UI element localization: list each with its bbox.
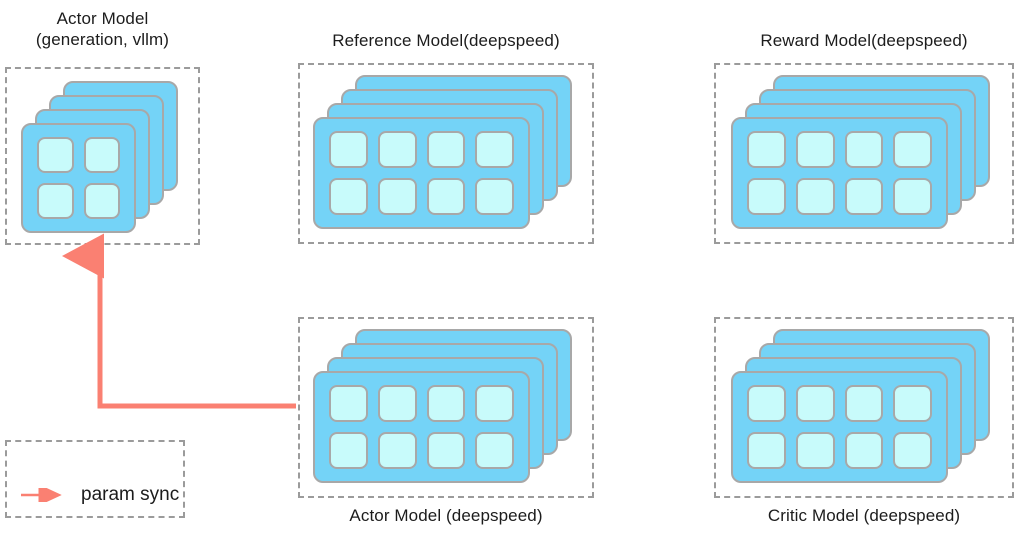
card-cell — [844, 385, 884, 422]
group-box-critic-model — [714, 317, 1014, 498]
card-stack-critic-model — [716, 319, 1012, 496]
card-cell — [37, 183, 74, 219]
group-box-actor-deepspeed — [298, 317, 594, 498]
card-cell — [377, 432, 417, 469]
card-cell-grid — [747, 131, 932, 215]
card-cell — [795, 131, 835, 168]
card-layer-1 — [731, 371, 948, 483]
card-cell — [377, 178, 417, 215]
legend-label: param sync — [81, 484, 180, 505]
card-cell — [426, 432, 466, 469]
card-cell — [37, 137, 74, 173]
param-sync-arrow-path — [62, 233, 296, 409]
card-cell — [377, 131, 417, 168]
card-cell — [795, 432, 835, 469]
card-cell — [475, 178, 514, 215]
card-cell — [893, 131, 932, 168]
card-cell — [844, 131, 884, 168]
card-layer-1 — [313, 117, 530, 229]
card-cell — [83, 137, 120, 173]
card-cell-grid — [747, 385, 932, 469]
card-cell — [426, 385, 466, 422]
card-cell — [747, 178, 786, 215]
card-cell — [795, 178, 835, 215]
card-cell — [475, 432, 514, 469]
card-cell — [475, 131, 514, 168]
card-layer-1 — [731, 117, 948, 229]
group-label-reference-model: Reference Model(deepspeed) — [332, 31, 560, 50]
card-layer-1 — [313, 371, 530, 483]
group-label-actor-deepspeed: Actor Model (deepspeed) — [349, 506, 543, 525]
card-cell — [329, 178, 368, 215]
card-cell — [893, 385, 932, 422]
legend-arrow-icon — [21, 487, 62, 502]
card-stack-actor-deepspeed — [300, 319, 592, 496]
group-box-reference-model — [298, 63, 594, 244]
card-cell — [426, 131, 466, 168]
card-cell — [377, 385, 417, 422]
group-box-actor-vllm — [5, 67, 200, 245]
card-cell — [426, 178, 466, 215]
card-cell — [475, 385, 514, 422]
card-stack-reference-model — [300, 65, 592, 242]
group-label-actor-vllm: Actor Model (generation, vllm) — [35, 9, 170, 49]
legend-row: param sync — [19, 485, 179, 504]
card-cell — [329, 432, 368, 469]
card-cell — [747, 131, 786, 168]
card-cell — [329, 385, 368, 422]
card-cell — [795, 385, 835, 422]
card-cell — [329, 131, 368, 168]
card-cell — [83, 183, 120, 219]
card-cell — [747, 385, 786, 422]
card-cell-grid — [37, 137, 120, 219]
card-cell — [893, 432, 932, 469]
card-cell — [844, 178, 884, 215]
card-layer-1 — [21, 123, 136, 233]
card-cell — [747, 432, 786, 469]
card-stack-reward-model — [716, 65, 1012, 242]
group-label-reward-model: Reward Model(deepspeed) — [760, 31, 968, 50]
group-label-critic-model: Critic Model (deepspeed) — [767, 506, 961, 525]
card-cell — [844, 432, 884, 469]
card-cell-grid — [329, 131, 514, 215]
legend-box: param sync — [5, 440, 185, 518]
card-cell-grid — [329, 385, 514, 469]
group-box-reward-model — [714, 63, 1014, 244]
card-cell — [893, 178, 932, 215]
card-stack-actor-vllm — [7, 69, 198, 243]
